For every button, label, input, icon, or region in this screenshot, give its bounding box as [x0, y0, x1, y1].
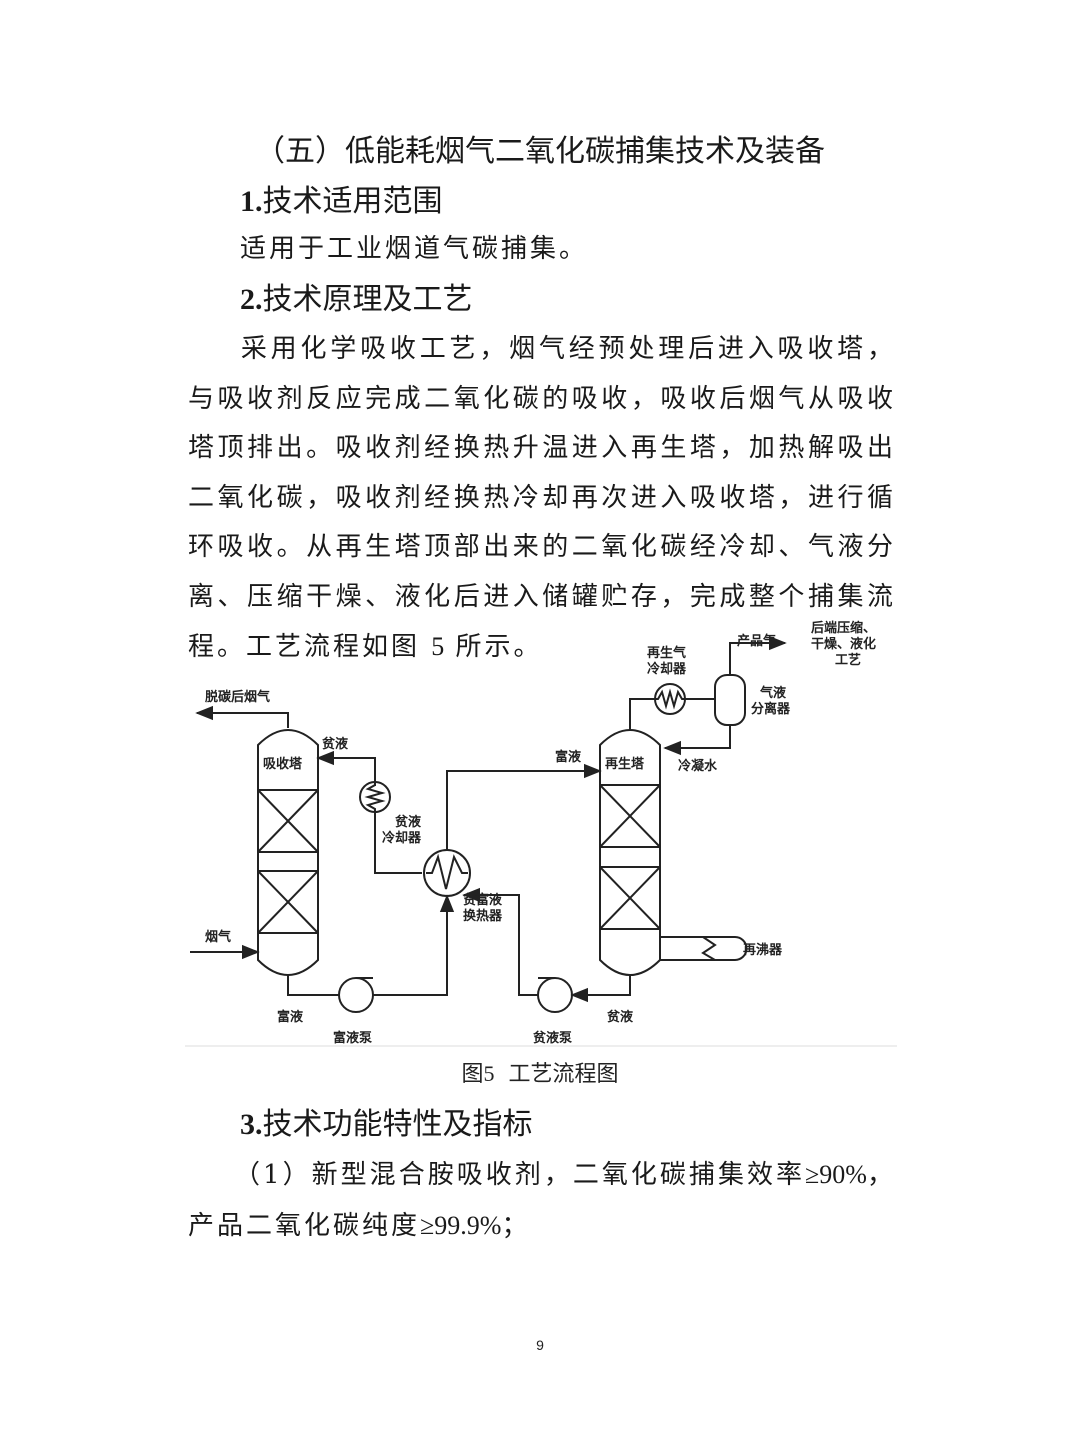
section-3-heading: 3.技术功能特性及指标	[240, 1103, 533, 1147]
caption-number: 5	[483, 1061, 495, 1086]
gas-liquid-separator	[714, 674, 746, 726]
lean-to-cooler-line	[374, 812, 422, 874]
condensate-return-line	[663, 725, 731, 756]
section-3-number: 3.	[240, 1108, 263, 1141]
section-2-text-end: 所示。	[455, 632, 543, 662]
section-1-number: 1.	[240, 185, 263, 218]
decarbonized-gas-outlet-line	[195, 705, 289, 728]
label-lean-top: 贫液	[322, 736, 348, 752]
label-post-process-line3: 工艺	[835, 652, 861, 668]
label-lean-cooler-line2: 冷却器	[382, 830, 422, 846]
rich-to-regenerator-line	[446, 763, 602, 850]
lean-return-line	[316, 750, 376, 786]
page-title: （五）低能耗烟气二氧化碳捕集技术及装备	[255, 134, 825, 169]
label-heat-exchanger-line2: 换热器	[463, 908, 503, 924]
section-2-heading: 2.技术原理及工艺	[240, 278, 473, 322]
absorber-packing-lower	[257, 870, 319, 934]
absorber-packing-upper	[257, 789, 319, 853]
label-post-process-line1: 后端压缩、	[811, 620, 876, 636]
label-separator-line1: 气液	[760, 685, 786, 701]
figure-ref-number: 5	[431, 632, 445, 661]
capture-efficiency-value: ≥90%	[805, 1160, 867, 1189]
caption-prefix: 图	[461, 1062, 484, 1087]
section-2-number: 2.	[240, 283, 263, 316]
label-heat-exchanger-line1: 贫富液	[463, 892, 502, 908]
label-lean-bottom: 贫液	[607, 1009, 633, 1025]
page-number: 9	[536, 1337, 544, 1353]
rich-pump	[338, 977, 374, 1013]
item-1-text: （1）新型混合胺吸收剂，二氧化碳捕集效率	[234, 1160, 806, 1190]
section-1-heading: 1.技术适用范围	[240, 180, 443, 224]
item-1-text-mid: ，产品二氧化碳纯度	[188, 1160, 896, 1241]
absorber-column	[257, 729, 319, 976]
label-product-gas: 产品气	[737, 633, 776, 649]
section-1-heading-text: 技术适用范围	[262, 184, 443, 219]
purity-value: ≥99.9%	[420, 1210, 502, 1240]
label-post-process-line2: 干燥、液化	[811, 636, 876, 652]
lean-bottom-line	[570, 975, 631, 1003]
section-2-heading-text: 技术原理及工艺	[262, 282, 473, 317]
lean-pump	[537, 977, 573, 1013]
label-regenerator: 再生塔	[605, 756, 645, 772]
product-gas-line	[729, 635, 787, 675]
rich-bottom-line	[287, 975, 339, 996]
figure-caption: 图5 工艺流程图	[0, 1058, 1080, 1091]
label-flue-gas: 烟气	[205, 929, 231, 945]
label-rich-bottom: 富液	[277, 1009, 303, 1025]
reboiler-icon	[688, 936, 748, 961]
label-reboiler: 再沸器	[743, 942, 783, 958]
label-absorber: 吸收塔	[263, 756, 303, 772]
label-decarbonized-gas: 脱碳后烟气	[205, 689, 270, 705]
regen-gas-line	[629, 698, 655, 730]
section-3-heading-text: 技术功能特性及指标	[262, 1107, 533, 1142]
section-2-body: 采用化学吸收工艺，烟气经预处理后进入吸收塔，与吸收剂反应完成二氧化碳的吸收，吸收…	[188, 325, 896, 673]
item-1-text-end: ；	[501, 1210, 531, 1241]
regenerator-packing-lower	[599, 866, 661, 930]
label-regen-cooler-line2: 冷却器	[647, 661, 687, 677]
label-lean-pump: 贫液泵	[533, 1030, 572, 1046]
label-condensate: 冷凝水	[678, 758, 718, 774]
label-rich-pump: 富液泵	[333, 1030, 372, 1046]
lean-to-exchanger-line	[462, 887, 538, 996]
label-regen-cooler-line1: 再生气	[647, 645, 686, 661]
section-1-body: 适用于工业烟道气碳捕集。	[240, 234, 589, 264]
regenerator-packing-upper	[599, 784, 661, 848]
caption-text: 工艺流程图	[508, 1062, 619, 1087]
process-flow-diagram: 脱碳后烟气 吸收塔 贫液 贫液 冷却器 贫富液 换热器 烟气 富液 富液泵 再生…	[185, 620, 897, 1047]
section-2-text: 采用化学吸收工艺，烟气经预处理后进入吸收塔，与吸收剂反应完成二氧化碳的吸收，吸收…	[188, 334, 896, 662]
section-3-item-1: （1）新型混合胺吸收剂，二氧化碳捕集效率≥90%，产品二氧化碳纯度≥99.9%；	[188, 1150, 896, 1251]
rich-to-exchanger-line	[373, 894, 455, 996]
label-separator-line2: 分离器	[751, 701, 791, 717]
label-lean-cooler-line1: 贫液	[395, 814, 421, 830]
label-rich-top: 富液	[555, 749, 581, 765]
